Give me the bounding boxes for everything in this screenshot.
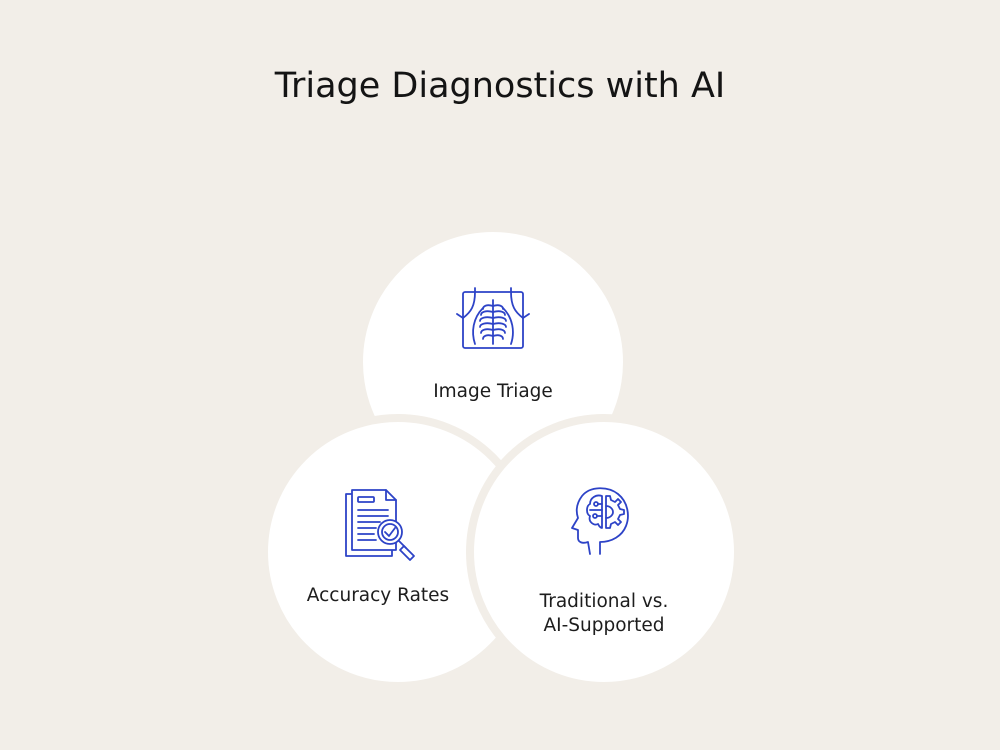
- image-triage-label: Image Triage: [433, 381, 553, 402]
- traditional-vs-ai-label: Traditional vs. AI-Supported: [474, 590, 734, 638]
- page-title: Triage Diagnostics with AI: [274, 66, 726, 106]
- accuracy-rates-label: Accuracy Rates: [306, 585, 450, 606]
- traditional-vs-ai-label-line1: Traditional vs.: [539, 591, 669, 612]
- ai-head-gear-icon: [568, 484, 638, 556]
- traditional-vs-ai-circle: Traditional vs. AI-Supported: [466, 414, 742, 690]
- chest-xray-icon: [453, 278, 533, 358]
- traditional-vs-ai-label-line2: AI-Supported: [543, 615, 665, 636]
- document-magnifier-check-icon: [340, 488, 424, 564]
